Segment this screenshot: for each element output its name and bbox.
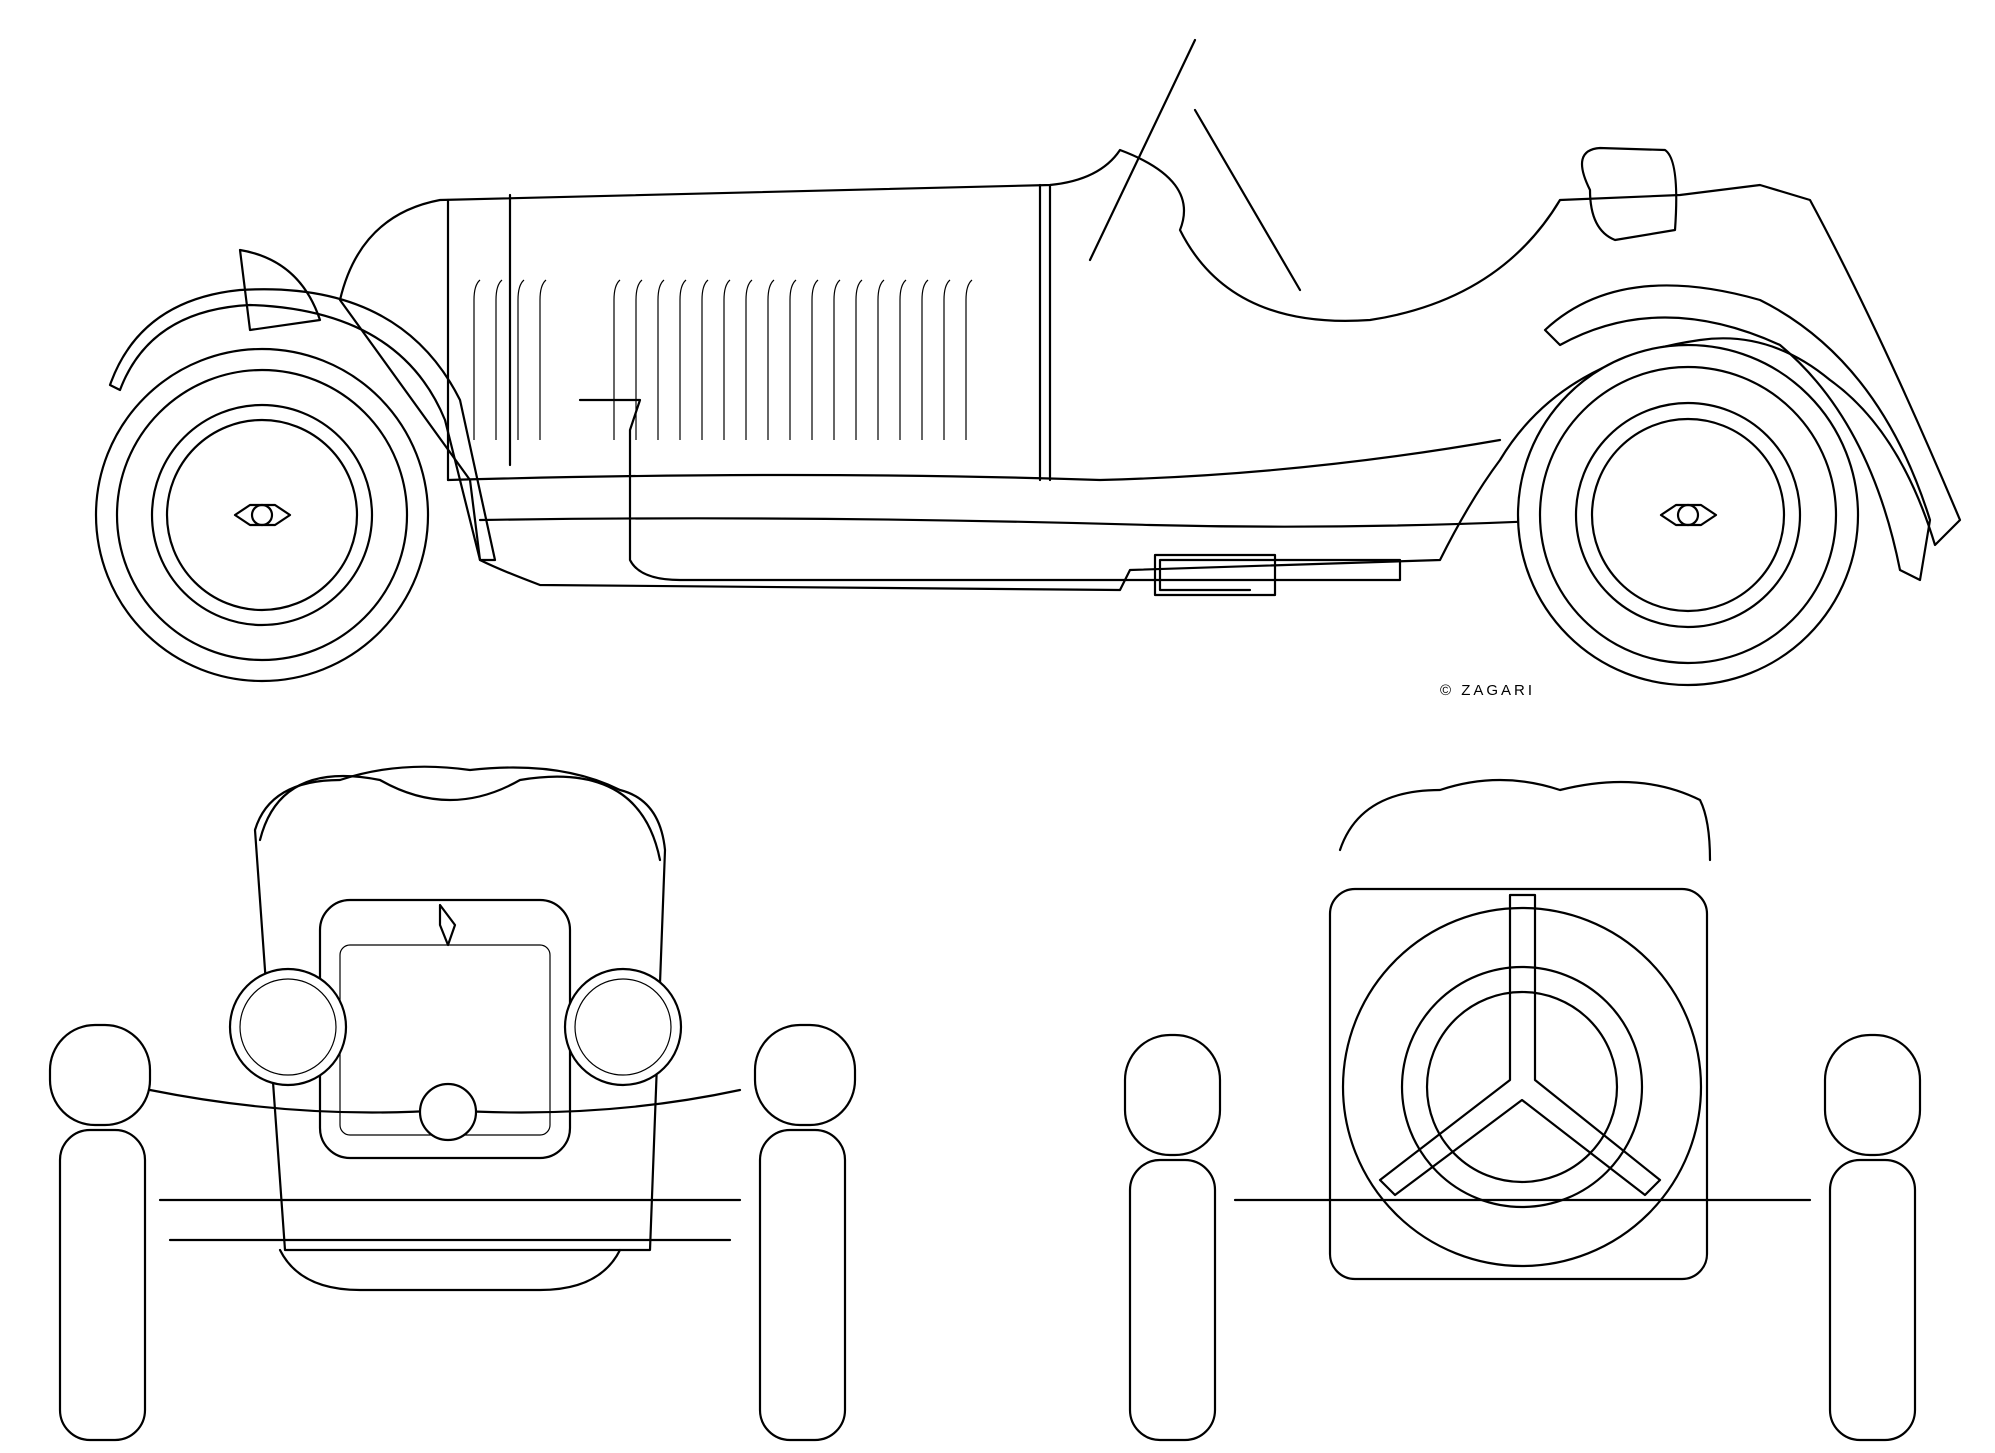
front-fender [108,288,497,562]
silencer [1153,553,1277,597]
wheel-spinner-icon [233,503,292,527]
scuttle-outline [258,774,662,862]
louvre [965,279,973,440]
louvre [613,279,621,440]
louvre [877,279,885,440]
sump [278,1248,622,1292]
louvre [921,279,929,440]
spare-wheel [1341,906,1703,1268]
louvre [657,279,665,440]
louvre [833,279,841,440]
chassis-rail [446,438,1502,482]
rear-fender [1543,284,1932,582]
chassis-lower [478,517,1562,528]
right-rear-fender [1823,1033,1922,1157]
spare-wheel-straps [1378,893,1662,1197]
steering-column [1088,38,1197,262]
rear-tank-panel [1328,887,1709,1281]
louvre [789,279,797,440]
louvre [517,279,525,440]
right-front-tyre [758,1128,847,1442]
left-rear-fender [1123,1033,1222,1157]
wheel-spinner-icon [1659,503,1718,527]
louvre [473,279,481,440]
trident-badge-icon [438,903,457,947]
body-outline [338,148,1962,592]
louvre [539,279,547,440]
louvre [723,279,731,440]
louvre [679,279,687,440]
left-front-tyre [58,1128,147,1442]
rear-view [1123,778,1922,1442]
rear-mirror-seat-back [1580,146,1678,242]
right-headlight [563,967,683,1087]
louvre [943,279,951,440]
right-rear-tyre [1828,1158,1917,1442]
rear-body-top [1338,778,1712,862]
front-wheel [94,347,430,683]
front-lamp [238,248,322,332]
right-front-fender [753,1023,857,1127]
rear-wheel [1516,343,1860,687]
hood-louvres [473,279,973,440]
louvre [745,279,753,440]
louvre [811,279,819,440]
louvre [855,279,863,440]
copyright-credit: © ZAGARI [1440,682,1536,699]
crank-hub [418,1082,478,1142]
louvre [899,279,907,440]
left-rear-tyre [1128,1158,1217,1442]
front-body [253,765,667,1252]
louvre [701,279,709,440]
left-front-fender [48,1023,152,1127]
louvre [767,279,775,440]
exhaust-pipe [578,398,1402,592]
louvre [635,279,643,440]
left-headlight [228,967,348,1087]
side-view [94,38,1962,687]
front-view [48,765,857,1442]
louvre [495,279,503,440]
windscreen-frame [1193,108,1302,292]
